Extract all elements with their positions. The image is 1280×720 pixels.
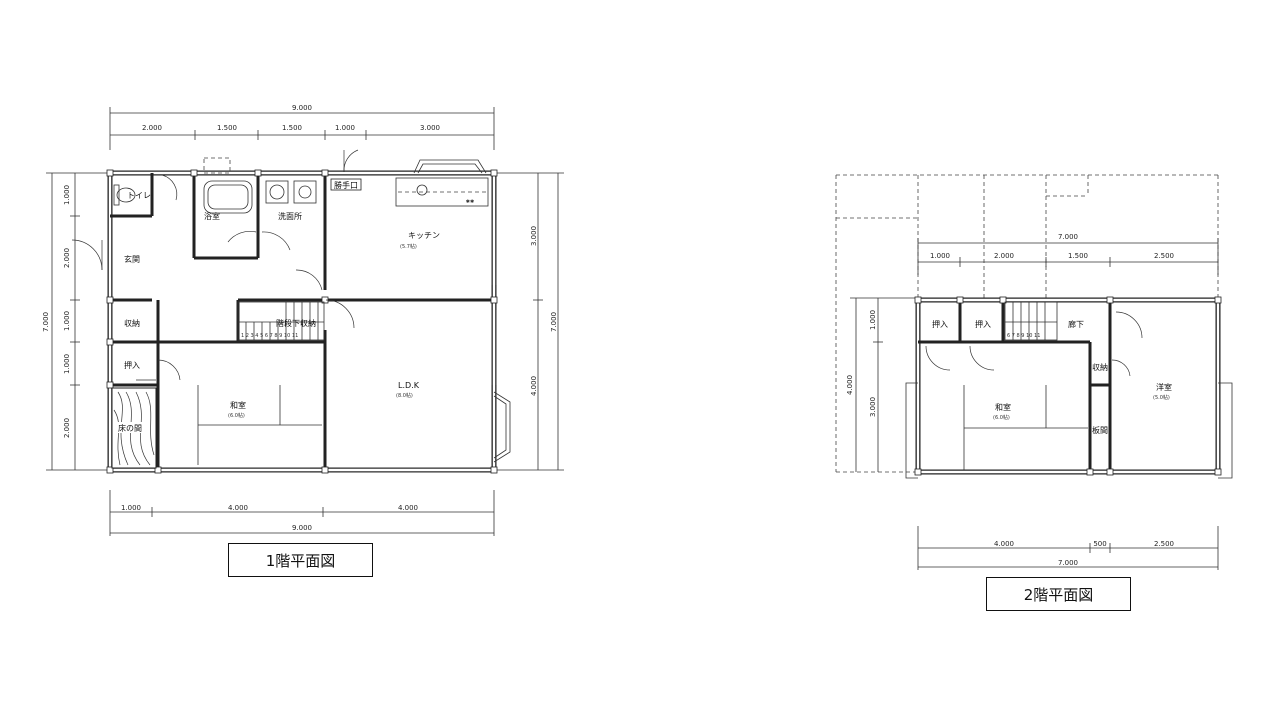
f1-dim-bottom-total: 9.000 xyxy=(292,524,312,532)
f1-room-bath: 浴室 xyxy=(204,211,220,221)
f1-dim-top-3: 1.500 xyxy=(282,124,302,132)
svg-text:✱✱: ✱✱ xyxy=(466,199,475,205)
f2-dim-top-3: 1.500 xyxy=(1068,252,1088,260)
f1-room-storage: 収納 xyxy=(124,318,140,328)
f1-room-entrance: 玄関 xyxy=(124,254,140,264)
f2-room-western: 洋室 xyxy=(1156,382,1172,392)
floor2-caption: 2階平面図 xyxy=(986,577,1131,611)
f2-dim-top-1: 1.000 xyxy=(930,252,950,260)
f1-dim-right-1: 3.000 xyxy=(530,226,538,246)
f1-dim-top-2: 1.500 xyxy=(217,124,237,132)
f1-dim-bottom-3: 4.000 xyxy=(398,504,418,512)
f1-room-japanese-area: (6.0帖) xyxy=(228,412,245,419)
f1-dim-top-5: 3.000 xyxy=(420,124,440,132)
f1-dim-right-2: 4.000 xyxy=(530,376,538,396)
f2-dim-bottom-3: 2.500 xyxy=(1154,540,1174,548)
f1-room-closet: 押入 xyxy=(124,360,140,370)
f1-room-ldk-area: (8.0帖) xyxy=(396,392,413,399)
f1-room-japanese: 和室 xyxy=(230,400,246,410)
floor1-plan: 9.000 2.000 1.500 1.500 1.000 3.000 7.00… xyxy=(42,104,564,536)
f1-room-tokonoma: 床の間 xyxy=(118,423,142,433)
f1-room-ldk: L.D.K xyxy=(398,381,420,390)
f1-room-stair-storage: 階段下収納 xyxy=(276,318,316,328)
f1-room-back-door: 勝手口 xyxy=(334,180,358,190)
floor1-caption: 1階平面図 xyxy=(228,543,373,577)
f2-room-closet2: 押入 xyxy=(975,319,991,329)
f2-dim-left-2: 3.000 xyxy=(869,397,877,417)
f2-dim-top-2: 2.000 xyxy=(994,252,1014,260)
f1-dim-left-5: 2.000 xyxy=(63,418,71,438)
f1-dim-bottom-2: 4.000 xyxy=(228,504,248,512)
f1-room-toilet: トイレ xyxy=(127,191,151,200)
f1-dim-top-4: 1.000 xyxy=(335,124,355,132)
f2-room-hall: 廊下 xyxy=(1068,319,1084,329)
f2-room-japanese-area: (6.0帖) xyxy=(993,414,1010,421)
f1-dim-left-4: 1.000 xyxy=(63,354,71,374)
f2-stair-numbers: 6 7 8 9 10 11 xyxy=(1007,333,1040,339)
f1-stair-numbers: 1 2 3 4 5 6 7 8 9 10 11 xyxy=(241,333,298,339)
f2-room-japanese: 和室 xyxy=(995,402,1011,412)
f1-room-kitchen-area: (5.7帖) xyxy=(400,243,417,250)
f1-dim-bottom-1: 1.000 xyxy=(121,504,141,512)
f1-dim-left-total: 7.000 xyxy=(42,312,50,332)
f2-room-storage: 収納 xyxy=(1092,362,1108,372)
f2-dim-bottom-1: 4.000 xyxy=(994,540,1014,548)
f2-room-closet1: 押入 xyxy=(932,319,948,329)
f1-dim-left-2: 2.000 xyxy=(63,248,71,268)
f1-room-washroom: 洗面所 xyxy=(278,211,302,221)
f1-dim-top-total: 9.000 xyxy=(292,104,312,112)
f1-dim-right-total: 7.000 xyxy=(550,312,558,332)
floor2-plan: 7.000 1.000 2.000 1.500 2.500 4.000 1.00… xyxy=(835,174,1233,570)
f2-room-western-area: (5.0帖) xyxy=(1153,394,1170,401)
f2-dim-left-total: 4.000 xyxy=(846,375,854,395)
f2-dim-top-total: 7.000 xyxy=(1058,233,1078,241)
f2-dim-left-1: 1.000 xyxy=(869,310,877,330)
f2-dim-bottom-total: 7.000 xyxy=(1058,559,1078,567)
f1-dim-left-3: 1.000 xyxy=(63,311,71,331)
f2-room-board: 板間 xyxy=(1092,425,1108,435)
f2-dim-top-4: 2.500 xyxy=(1154,252,1174,260)
f1-dim-left-1: 1.000 xyxy=(63,185,71,205)
f2-dim-bottom-2: 500 xyxy=(1093,540,1106,548)
f1-dim-top-1: 2.000 xyxy=(142,124,162,132)
f1-room-kitchen: キッチン xyxy=(408,231,440,240)
